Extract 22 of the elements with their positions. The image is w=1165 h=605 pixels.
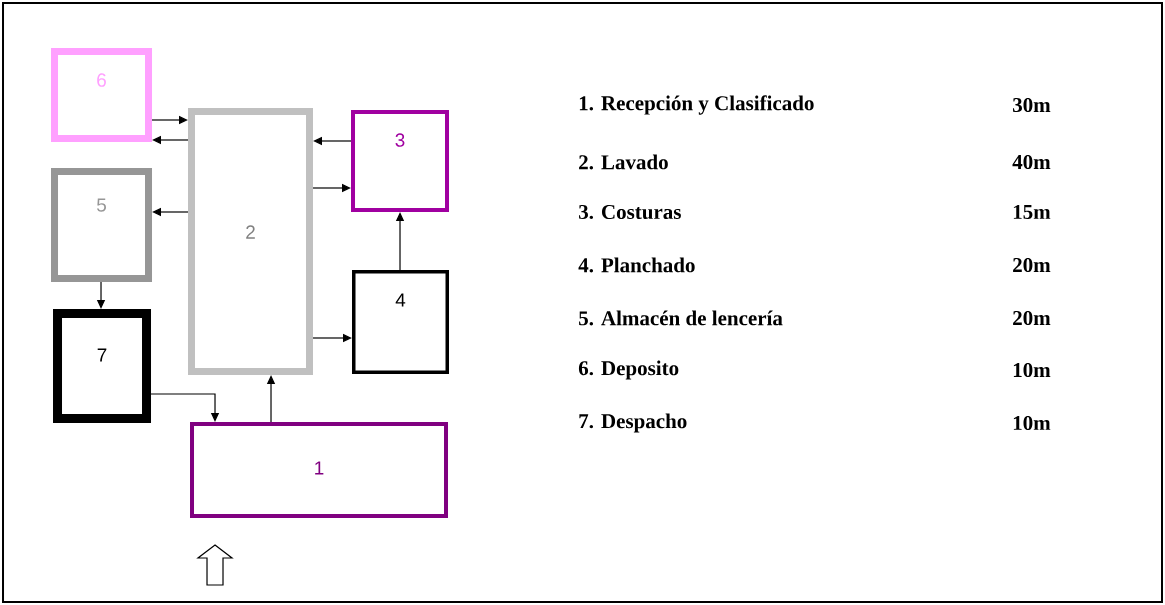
- length-value: 15m: [1013, 204, 1051, 220]
- length-value: 20m: [1013, 257, 1051, 273]
- legend-text: 7. Despacho: [579, 413, 687, 433]
- area-box: 6: [51, 48, 152, 142]
- arrow: [150, 393, 220, 422]
- legend-text: 4. Planchado: [578, 257, 695, 273]
- area-box: 7: [53, 309, 151, 423]
- length-value: 10m: [1013, 362, 1051, 378]
- length-value: 40m: [1012, 154, 1051, 170]
- legend-text: 6. Deposito: [578, 360, 679, 380]
- area-box: 4: [352, 270, 449, 374]
- legend-text: 5. Almacén de lencería: [579, 310, 783, 326]
- length-value: 30m: [1013, 97, 1051, 113]
- area-box: 1: [190, 422, 448, 518]
- area-box: 5: [51, 168, 152, 282]
- legend-text: 1. Recepción y Clasificado: [579, 95, 814, 115]
- area-box: 2: [188, 108, 313, 375]
- length-value: 20m: [1013, 310, 1051, 326]
- legend-text: 3. Costuras: [579, 204, 681, 220]
- length-value: 10m: [1013, 415, 1051, 431]
- legend-text: 2. Lavado: [579, 154, 668, 170]
- area-box: 3: [351, 110, 449, 212]
